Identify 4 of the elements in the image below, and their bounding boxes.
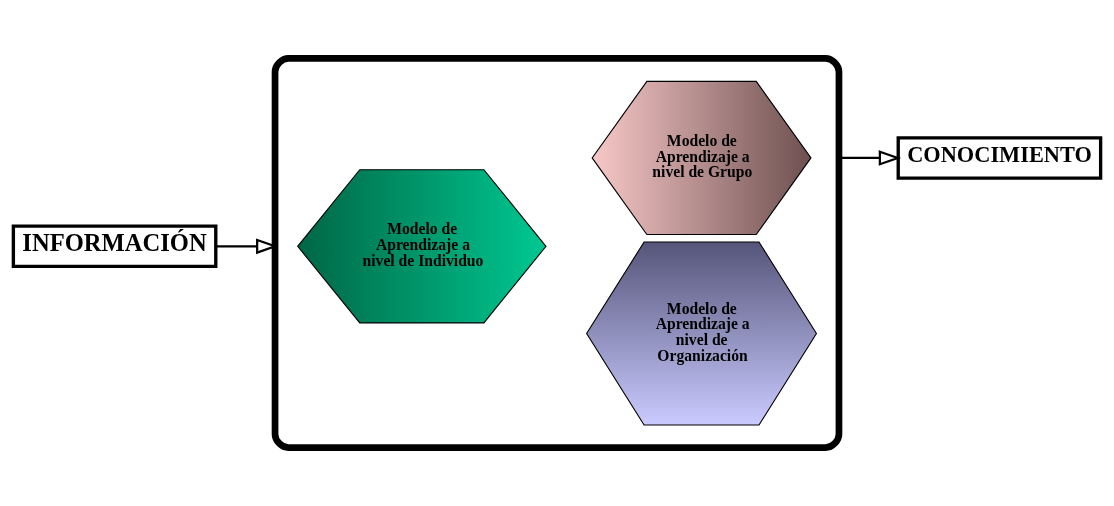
arrow — [216, 238, 279, 255]
cluster — [271, 55, 843, 451]
node-box: CONOCIMIENTO — [896, 136, 1103, 180]
node-box: INFORMACIÓN — [11, 224, 218, 269]
